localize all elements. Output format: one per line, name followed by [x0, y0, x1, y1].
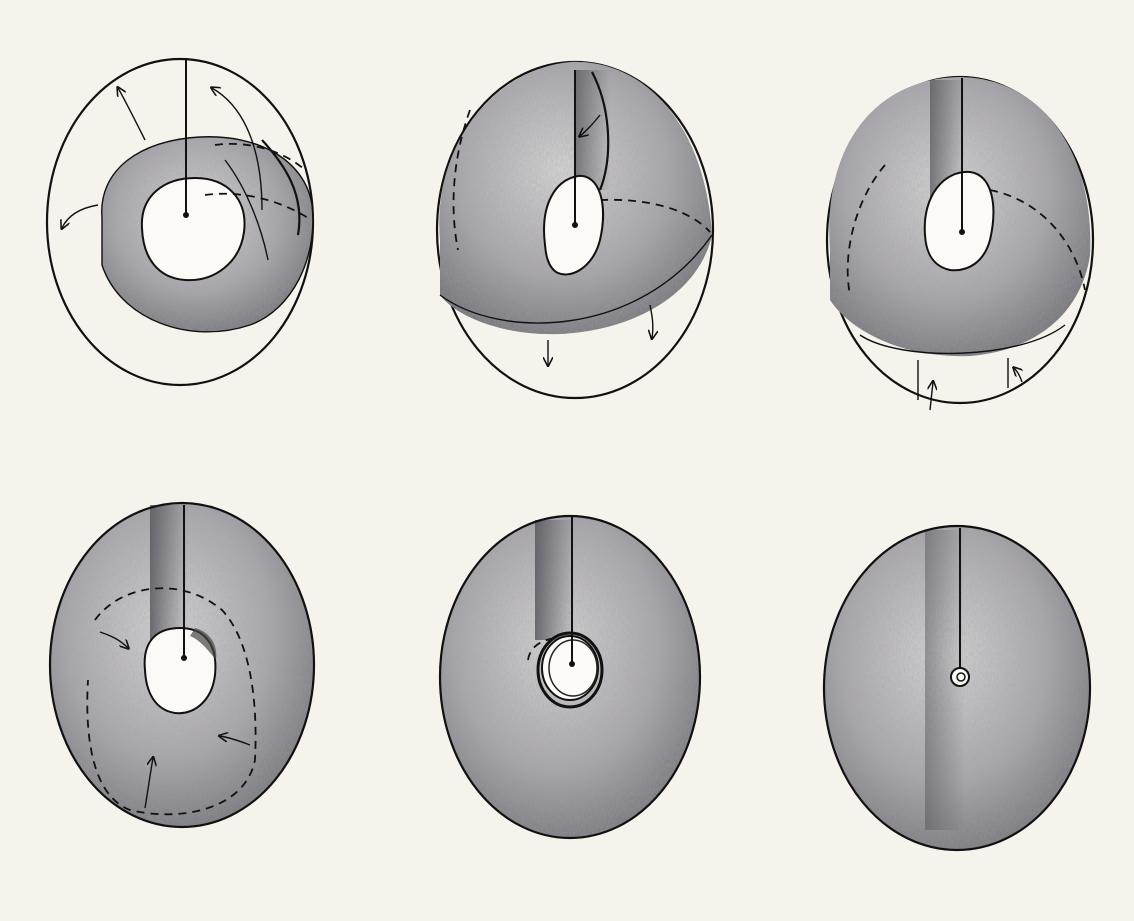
axis-point	[183, 212, 189, 218]
panel-stage-5	[440, 516, 700, 838]
arrow-down-right	[650, 305, 653, 338]
band-inner-hole	[142, 178, 245, 280]
panel-stage-6	[824, 526, 1090, 850]
axis-point	[181, 655, 187, 661]
arrow-up-left	[930, 382, 933, 410]
arrow-up-right	[1014, 368, 1022, 382]
panel-stage-3	[827, 77, 1093, 410]
panel-stage-1	[47, 58, 313, 385]
panel-stage-2	[437, 62, 713, 398]
arrow-upper-left	[118, 88, 145, 140]
arrow-left	[62, 205, 98, 228]
axis-point	[959, 229, 965, 235]
axis-point	[572, 222, 578, 228]
shadow-streak	[150, 505, 188, 645]
axis-point	[569, 661, 575, 667]
shadow-streak	[535, 520, 575, 640]
tiny-hole	[951, 668, 969, 686]
panel-stage-4	[50, 503, 314, 827]
inner-hole	[542, 636, 598, 700]
